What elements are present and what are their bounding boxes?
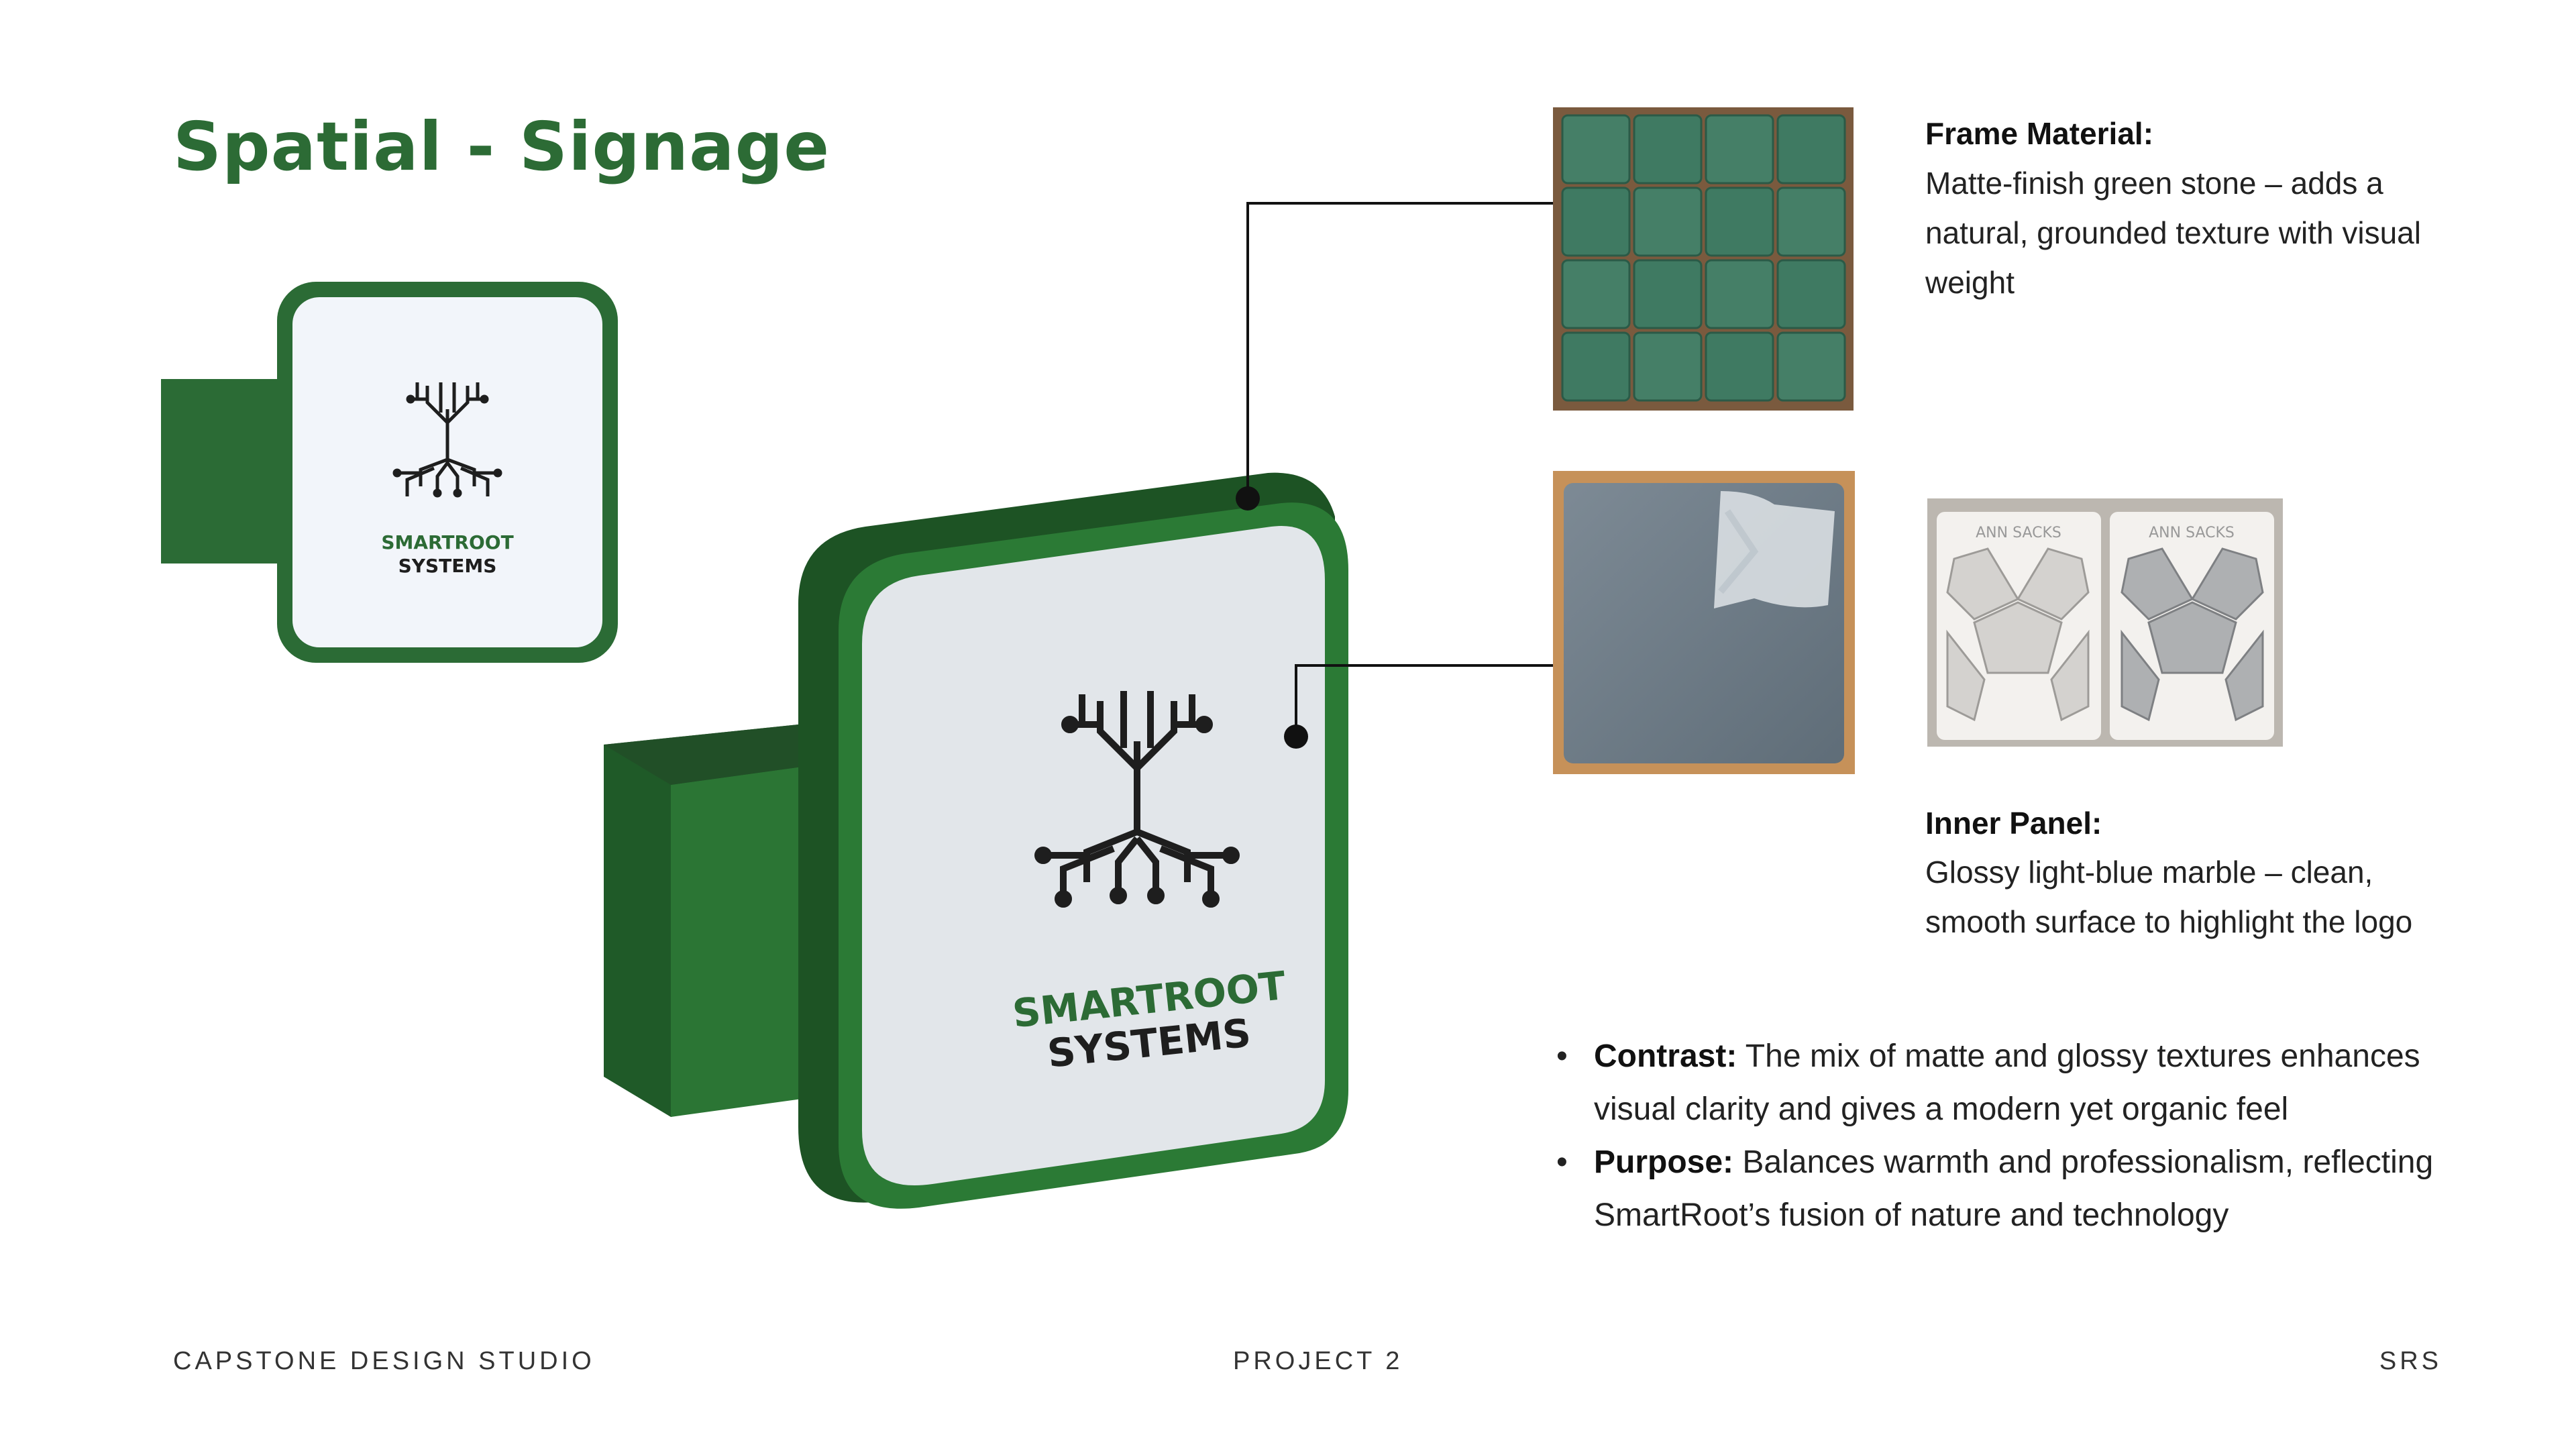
small-sign-illustration: SMARTROOT SYSTEMS xyxy=(161,282,618,663)
frame-material-line: weight xyxy=(1925,265,2015,300)
stone-tile xyxy=(1776,114,1846,184)
stone-tile xyxy=(1705,331,1774,402)
design-notes-list: • Contrast: The mix of matte and glossy … xyxy=(1556,1030,2482,1242)
stone-tile xyxy=(1561,331,1631,402)
inner-panel-line: smooth surface to highlight the logo xyxy=(1925,904,2413,939)
inner-panel-description: Glossy light-blue marble – clean, smooth… xyxy=(1925,847,2529,947)
page-title: Spatial - Signage xyxy=(173,107,830,186)
stone-tile xyxy=(1561,259,1631,329)
stone-tile xyxy=(1776,186,1846,257)
frame-material-line: Matte-finish green stone – adds a xyxy=(1925,166,2383,201)
design-note-item: • Purpose: Balances warmth and professio… xyxy=(1556,1136,2482,1242)
inner-panel-line: Glossy light-blue marble – clean, xyxy=(1925,855,2373,890)
sample-tag-right: ANN SACKS xyxy=(2149,525,2235,541)
stone-tile xyxy=(1633,259,1703,329)
panel-callout-line xyxy=(1295,664,1558,737)
stone-tile xyxy=(1776,259,1846,329)
frame-material-description: Matte-finish green stone – adds a natura… xyxy=(1925,158,2529,307)
purpose-text-line2: SmartRoot’s fusion of nature and technol… xyxy=(1594,1197,2229,1233)
contrast-label: Contrast: xyxy=(1594,1038,1737,1074)
sample-tag-left: ANN SACKS xyxy=(1976,525,2061,541)
stone-tile xyxy=(1633,186,1703,257)
footer-project-label: PROJECT 2 xyxy=(1233,1347,1403,1375)
footer-code: SRS xyxy=(2379,1347,2442,1375)
glossy-panel-photo xyxy=(1553,471,1855,774)
contrast-text-line1: The mix of matte and glossy textures enh… xyxy=(1745,1038,2420,1074)
stone-tile xyxy=(1633,331,1703,402)
frame-callout-dot xyxy=(1236,486,1260,511)
inner-panel-heading: Inner Panel: xyxy=(1925,806,2102,841)
small-sign-panel xyxy=(292,297,602,647)
stone-tile xyxy=(1705,186,1774,257)
purpose-label: Purpose: xyxy=(1594,1144,1734,1180)
smartroot-tree-logo-icon xyxy=(392,382,502,498)
frame-callout-line xyxy=(1246,202,1558,498)
frame-material-line: natural, grounded texture with visual xyxy=(1925,215,2421,250)
stone-tile xyxy=(1776,331,1846,402)
contrast-text-line2: visual clarity and gives a modern yet or… xyxy=(1594,1091,2289,1127)
marble-samples-photo: ANN SACKS ANN SACKS xyxy=(1927,498,2283,747)
green-stone-tiles-photo xyxy=(1553,107,1854,411)
smartroot-tree-logo-icon xyxy=(1034,691,1240,908)
frame-material-heading: Frame Material: xyxy=(1925,116,2154,151)
panel-callout-dot xyxy=(1284,724,1308,749)
tile-grid xyxy=(1561,114,1846,402)
small-sign-logo-line1: SMARTROOT xyxy=(381,531,513,553)
stone-tile xyxy=(1633,114,1703,184)
bullet-dot-icon: • xyxy=(1556,1038,1568,1074)
bullet-dot-icon: • xyxy=(1556,1144,1568,1180)
small-sign-logo-line2: SYSTEMS xyxy=(398,555,497,577)
stone-tile xyxy=(1705,114,1774,184)
purpose-text-line1: Balances warmth and professionalism, ref… xyxy=(1742,1144,2434,1180)
stone-tile xyxy=(1705,259,1774,329)
footer-studio-name: CAPSTONE DESIGN STUDIO xyxy=(173,1347,595,1375)
design-note-item: • Contrast: The mix of matte and glossy … xyxy=(1556,1030,2482,1136)
small-sign-mount-bracket xyxy=(161,379,282,564)
stone-tile xyxy=(1561,186,1631,257)
stone-tile xyxy=(1561,114,1631,184)
big-sign-illustration: SMARTROOT SYSTEMS xyxy=(604,472,1348,1209)
